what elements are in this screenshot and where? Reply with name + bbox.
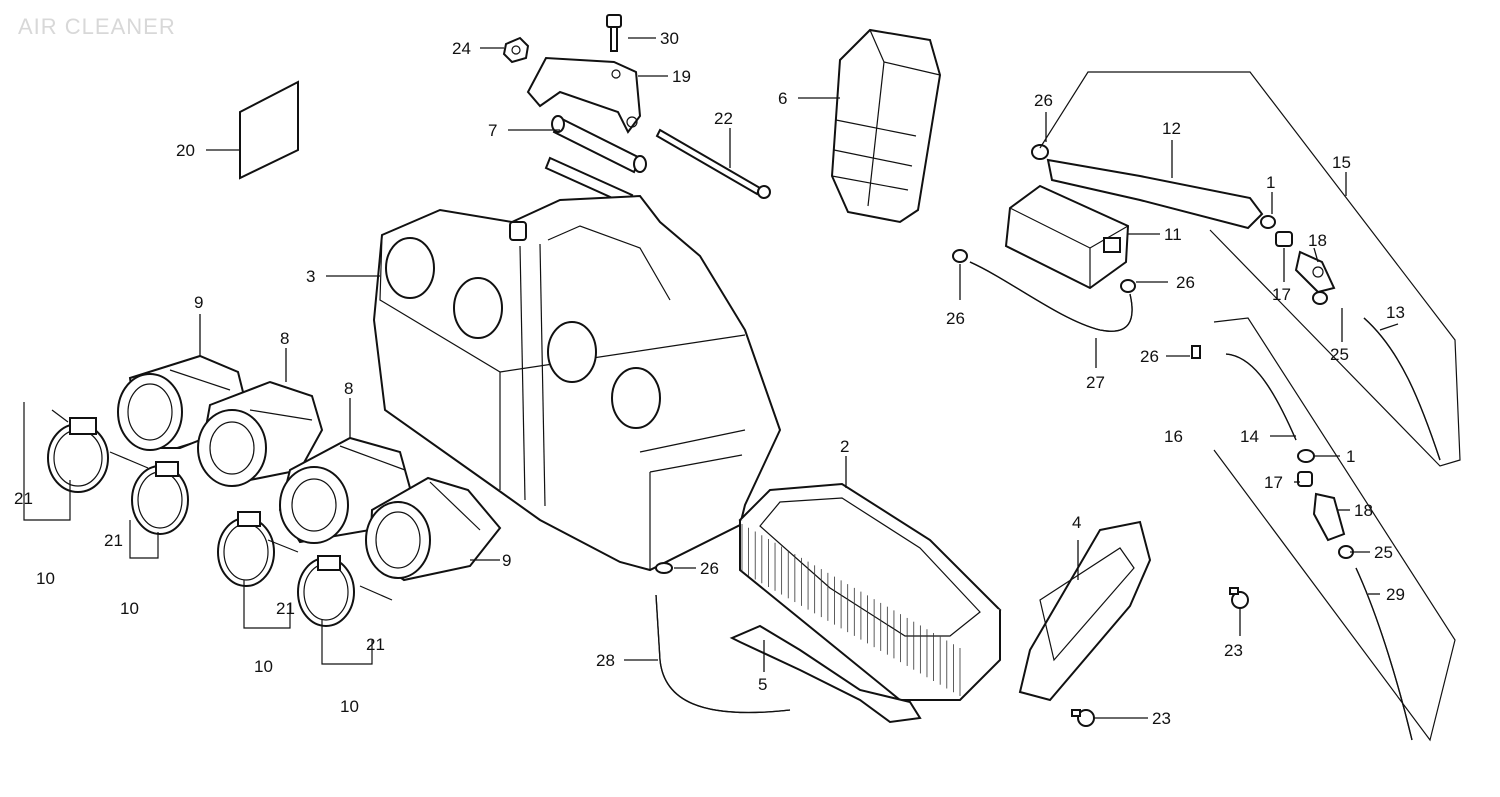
part-8-boot-b (278, 436, 412, 544)
callout-22: 22 (714, 109, 733, 128)
callout-10d: 10 (340, 697, 359, 716)
part-5-strap (729, 624, 922, 724)
callout-7: 7 (488, 121, 497, 140)
part-21-clamp-c (217, 511, 299, 587)
callout-21c: 21 (276, 599, 295, 618)
part-1-clip-b (1297, 449, 1315, 463)
callout-28: 28 (596, 651, 615, 670)
part-23-screw-a (1229, 587, 1249, 609)
part-7-pipe (544, 115, 647, 207)
part-21-clamp-a (47, 409, 109, 493)
callout-17a: 17 (1272, 285, 1291, 304)
callout-29: 29 (1386, 585, 1405, 604)
part-22-rod (655, 128, 771, 199)
assembly-outlines (23, 71, 1461, 742)
callout-13: 13 (1386, 303, 1405, 322)
part-8-boot-a (197, 380, 324, 487)
leader-lines (199, 37, 1399, 719)
callout-17b: 17 (1264, 473, 1283, 492)
part-26-clip-b (1191, 345, 1201, 359)
callout-26a: 26 (700, 559, 719, 578)
callout-23b: 23 (1152, 709, 1171, 728)
callout-12: 12 (1162, 119, 1181, 138)
callout-2: 2 (840, 437, 849, 456)
callout-10b: 10 (120, 599, 139, 618)
part-18-joint-b (1312, 492, 1346, 542)
part-6-duct (830, 28, 942, 224)
callout-14: 14 (1240, 427, 1259, 446)
callout-18b: 18 (1354, 501, 1373, 520)
callout-9a: 9 (194, 293, 203, 312)
part-13-hose (1363, 317, 1441, 461)
callout-8b: 8 (344, 379, 353, 398)
part-2-filter-element (738, 482, 1002, 701)
part-12-hose (1031, 144, 1264, 230)
callout-10a: 10 (36, 569, 55, 588)
callout-27: 27 (1086, 373, 1105, 392)
callout-1b: 1 (1346, 447, 1355, 466)
callout-11: 11 (1164, 225, 1182, 244)
part-18-joint-a (1294, 250, 1336, 294)
part-26-clip-a (655, 562, 673, 574)
part-21-clamp-b (109, 451, 189, 535)
filter-pleats (741, 524, 961, 696)
part-4-cover (1018, 520, 1152, 702)
part-24-nut (502, 36, 530, 64)
callout-labels: 20 24 30 19 7 22 6 3 9 8 8 9 2 4 5 28 26… (14, 29, 1405, 728)
callout-16: 16 (1164, 427, 1183, 446)
callout-20: 20 (176, 141, 195, 160)
callout-1a: 1 (1266, 173, 1275, 192)
callout-25b: 25 (1374, 543, 1393, 562)
callout-6: 6 (778, 89, 787, 108)
part-17-valve-a (1275, 231, 1293, 247)
callout-4: 4 (1072, 513, 1081, 532)
callout-19: 19 (672, 67, 691, 86)
part-11-box (1004, 184, 1130, 290)
part-3-case (372, 194, 782, 572)
part-1-clip-a (1260, 215, 1276, 229)
callout-26b: 26 (1034, 91, 1053, 110)
part-21-clamp-d (297, 555, 393, 627)
part-19-bracket (526, 56, 642, 134)
diagram-title: AIR CLEANER (18, 14, 176, 39)
part-14-hose (1225, 353, 1297, 441)
callout-15: 15 (1332, 153, 1351, 172)
part-23-screw-b (1071, 709, 1095, 727)
callout-8a: 8 (280, 329, 289, 348)
part-9-boot-b (365, 476, 502, 582)
callout-30: 30 (660, 29, 679, 48)
part-27-hose (952, 249, 1136, 332)
callout-3: 3 (306, 267, 315, 286)
part-17-valve-b (1297, 471, 1313, 487)
part-30-bolt (606, 14, 622, 52)
part-20-sheet (239, 80, 299, 180)
part-25-clip-a (1312, 291, 1328, 305)
callout-21b: 21 (104, 531, 123, 550)
callout-18a: 18 (1308, 231, 1327, 250)
part-29-hose (1355, 567, 1413, 741)
callout-26d: 26 (946, 309, 965, 328)
callout-10c: 10 (254, 657, 273, 676)
callout-5: 5 (758, 675, 767, 694)
callout-26c: 26 (1176, 273, 1195, 292)
callout-9b: 9 (502, 551, 511, 570)
callout-25a: 25 (1330, 345, 1349, 364)
part-28-tube (655, 594, 791, 714)
callout-21d: 21 (366, 635, 385, 654)
callout-26e: 26 (1140, 347, 1159, 366)
callout-21a: 21 (14, 489, 33, 508)
callout-24: 24 (452, 39, 471, 58)
callout-23a: 23 (1224, 641, 1243, 660)
